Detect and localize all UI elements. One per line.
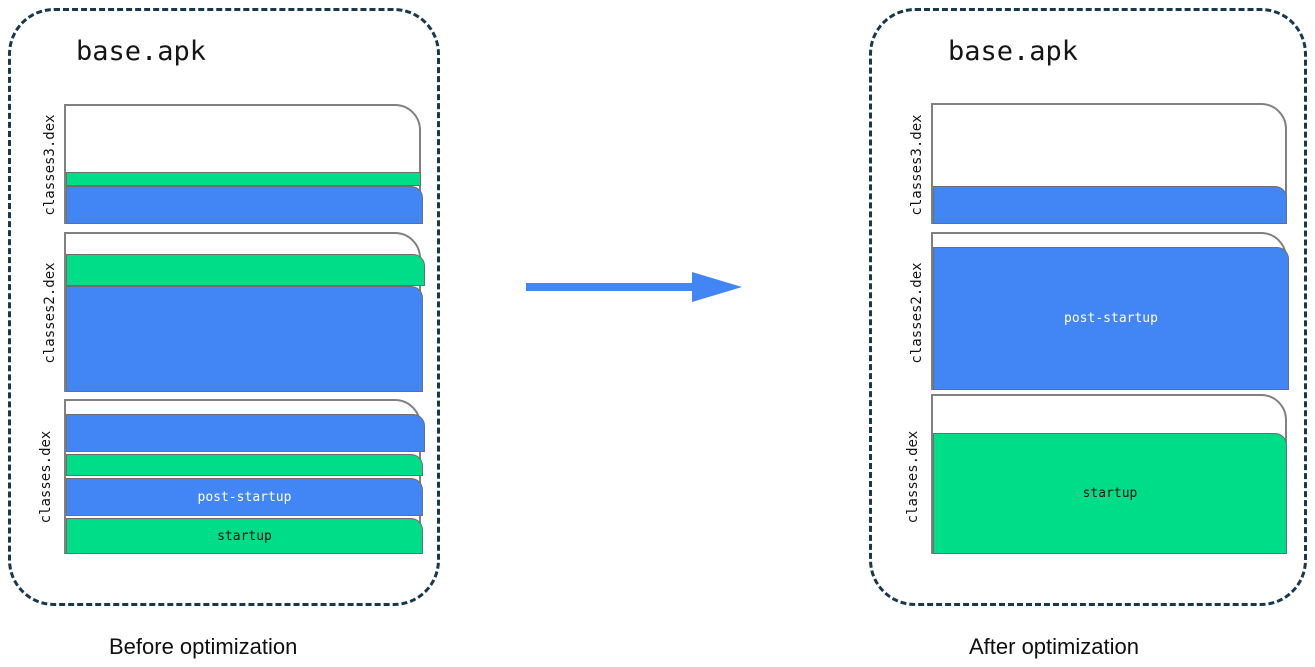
transformation-arrow: [520, 268, 750, 308]
arrow-right-icon: [526, 272, 742, 302]
band-before-classes3-blue: [66, 186, 423, 224]
apk-title-after: base.apk: [948, 36, 1079, 67]
band-after-classes2-post-startup: post-startup: [933, 247, 1289, 390]
band-before-classes-startup: startup: [66, 518, 423, 554]
band-after-classes-startup: startup: [933, 433, 1287, 554]
band-before-classes-green-1: [66, 454, 423, 476]
band-before-classes-post-startup: post-startup: [66, 478, 423, 516]
dex-block-before-classes3: [64, 104, 423, 224]
dex-label-after-classes2: classes2.dex: [909, 262, 925, 364]
band-before-classes3-green: [66, 172, 421, 186]
apk-container-before: [8, 8, 440, 606]
dex-label-before-classes3: classes3.dex: [42, 114, 58, 216]
apk-title-before: base.apk: [76, 36, 207, 67]
band-before-classes2-green: [66, 254, 425, 286]
dex-label-before-classes2: classes2.dex: [42, 262, 58, 364]
dex-block-after-classes3: [931, 103, 1287, 224]
apk-container-after: [869, 8, 1307, 606]
caption-before: Before optimization: [109, 634, 298, 659]
dex-block-after-classes2: post-startup: [931, 232, 1289, 390]
band-before-classes2-blue: [66, 286, 423, 392]
dex-block-before-classes: post-startup startup: [64, 399, 425, 554]
dex-block-before-classes2: [64, 232, 425, 392]
band-after-classes3-blue: [933, 186, 1287, 224]
dex-label-before-classes: classes.dex: [38, 430, 54, 524]
dex-block-after-classes: startup: [931, 394, 1287, 554]
dex-label-after-classes3: classes3.dex: [909, 114, 925, 216]
dex-label-after-classes: classes.dex: [905, 430, 921, 524]
caption-after: After optimization: [969, 634, 1139, 659]
band-before-classes-blue-1: [66, 414, 425, 452]
